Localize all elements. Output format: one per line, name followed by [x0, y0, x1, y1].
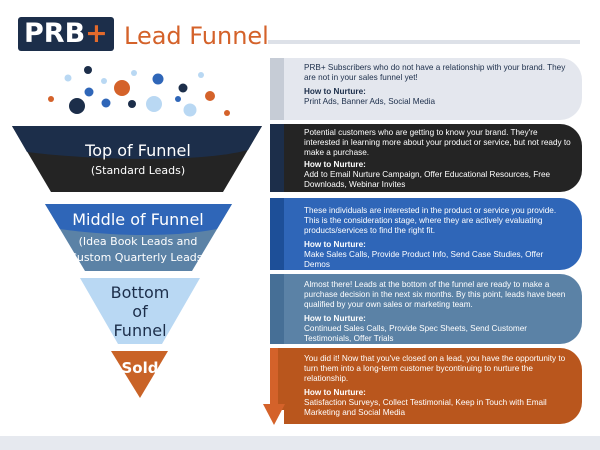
tier-bottom-title-2: of	[132, 302, 148, 321]
title-divider	[268, 40, 580, 44]
card-middle-how: How to Nurture:	[304, 240, 366, 249]
tier-middle-label: Middle of Funnel (Idea Book Leads and Cu…	[55, 210, 221, 266]
down-arrow-icon	[263, 348, 285, 425]
funnel-tier-sold	[111, 351, 168, 398]
card-bottom-actions: Continued Sales Calls, Provide Spec Shee…	[304, 324, 528, 343]
card-top-of-funnel: Potential customers who are getting to k…	[270, 124, 581, 192]
logo-plus: +	[85, 18, 108, 49]
card-top-how: How to Nurture:	[304, 160, 366, 169]
card-middle-actions: Make Sales Calls, Provide Product Info, …	[304, 250, 544, 269]
tier-bottom-label: Bottom of Funnel	[90, 283, 190, 340]
funnel-tier-bottom	[80, 278, 200, 344]
tier-middle-subtitle-1: (Idea Book Leads and	[78, 235, 198, 248]
tier-bottom-title-3: Funnel	[113, 321, 167, 340]
tier-middle-subtitle-2: Custom Quarterly Leads)	[69, 251, 207, 264]
card-backgrounds	[270, 58, 582, 424]
leads-dots	[48, 66, 230, 117]
card-awareness-desc: PRB+ Subscribers who do not have a relat…	[304, 63, 566, 82]
tier-sold-label: Sold	[110, 359, 170, 377]
card-middle-of-funnel: These individuals are interested in the …	[270, 198, 581, 270]
tier-top-subtitle: (Standard Leads)	[90, 164, 186, 177]
card-top-desc: Potential customers who are getting to k…	[304, 128, 571, 157]
card-sold-how: How to Nurture:	[304, 388, 366, 397]
funnel-tier-middle	[45, 204, 232, 271]
funnel-tier-top	[12, 126, 262, 192]
prb-logo: PRB+	[18, 17, 114, 51]
tier-bottom-title-1: Bottom	[110, 283, 170, 302]
card-bottom-desc: Almost there! Leads at the bottom of the…	[304, 280, 566, 309]
card-awareness-how: How to Nurture:	[304, 87, 366, 96]
page-title: Lead Funnel	[124, 22, 269, 50]
card-sold-desc: You did it! Now that you've closed on a …	[304, 354, 566, 383]
tier-top-label: Top of Funnel (Standard Leads)	[40, 141, 236, 179]
card-top-actions: Add to Email Nurture Campaign, Offer Edu…	[304, 170, 551, 189]
card-awareness-actions: Print Ads, Banner Ads, Social Media	[304, 97, 436, 106]
card-sold: You did it! Now that you've closed on a …	[270, 348, 581, 424]
card-bottom-of-funnel: Almost there! Leads at the bottom of the…	[270, 274, 581, 344]
card-sold-actions: Satisfaction Surveys, Collect Testimonia…	[304, 398, 547, 417]
footer-bar	[0, 436, 600, 450]
card-middle-desc: These individuals are interested in the …	[304, 206, 557, 235]
card-bottom-how: How to Nurture:	[304, 314, 366, 323]
tier-sold-title: Sold	[121, 359, 159, 377]
tier-top-title: Top of Funnel	[85, 141, 191, 160]
card-awareness: PRB+ Subscribers who do not have a relat…	[270, 58, 581, 120]
tier-middle-title: Middle of Funnel	[72, 210, 204, 229]
